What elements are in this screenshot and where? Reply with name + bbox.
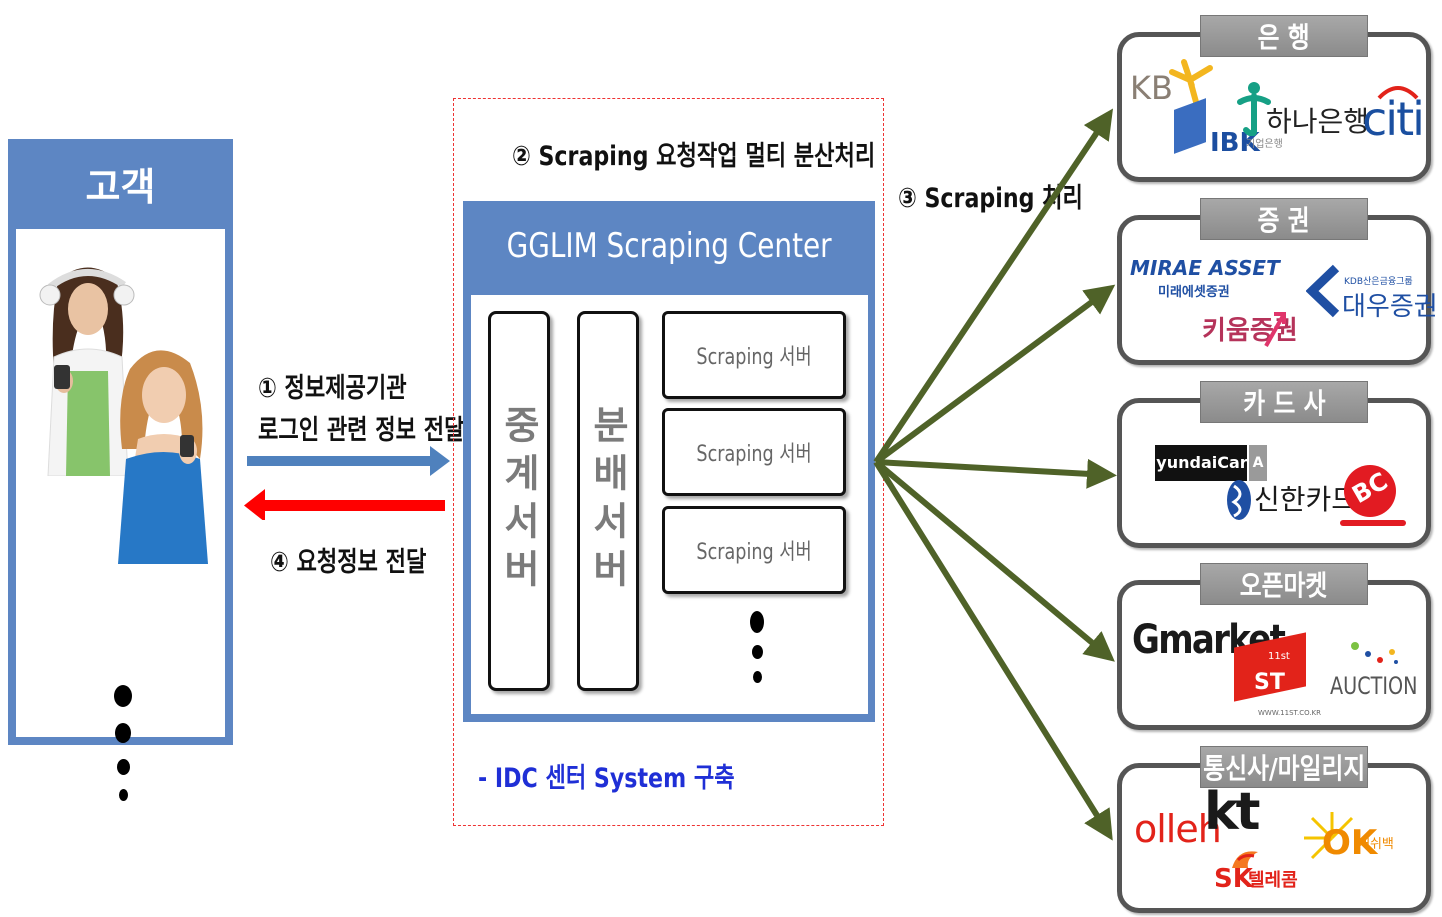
step1-label-line1: ① 정보제공기관 [258,373,407,404]
ellipsis-dot [119,789,128,801]
kb-logo: KB [1130,69,1173,107]
hyundaicard-a-logo: A [1249,445,1267,481]
hyundaicard-logo: HyundaiCard [1143,445,1259,481]
hana-logo: 하나은행 [1266,105,1370,138]
bank-label: 은 행 [1200,15,1368,57]
arrow-left-red [244,489,445,520]
step2-label: ② Scraping 요청작업 멀티 분산처리 [512,141,876,172]
scraping-center-content: 중계서버 분배서버 Scraping 서버 Scraping 서버 Scrapi… [471,295,868,714]
scraping-server-box-1: Scraping 서버 [662,311,846,399]
ellipsis-dot [750,611,764,633]
11st-text: 11st [1268,651,1290,662]
idc-note: - IDC 센터 System 구축 [478,763,735,794]
customer-content [16,229,225,801]
arrow-to-card [875,458,1117,489]
securities-label: 증 권 [1200,198,1368,240]
bc-underline [1340,520,1406,526]
ellipsis-dot [753,671,762,683]
telecom-group [1117,763,1431,913]
arrow-to-securities [874,284,1116,465]
telecom-label: 통신사/마일리지 [1200,746,1368,788]
arrows-customer-center [244,446,450,520]
dist-server-box: 분배서버 [577,311,639,691]
kiwoom-arrow-icon [1264,312,1286,347]
citi-arc-icon [1377,86,1419,100]
sk-telecom-logo: 텔레콤 [1248,870,1298,891]
kdb-sub: KDB산은금융그룹 [1344,277,1413,287]
step1-label-line2: 로그인 관련 정보 전달 [258,415,465,446]
scraping-center: GGLIM Scraping Center 중계서버 분배서버 Scraping… [463,201,875,722]
citi-logo: citi [1362,92,1425,146]
ok-rays-icon [1304,812,1354,860]
olleh-logo: olleh [1134,807,1222,851]
scraping-center-title: GGLIM Scraping Center [506,226,832,266]
auction-logo: AUCTION [1330,672,1418,700]
kiwoom-logo: 키움증권 [1202,316,1298,346]
scraping-server-box-2: Scraping 서버 [662,408,846,496]
kt-logo: kt [1204,782,1260,842]
relay-server-box: 중계서버 [488,311,550,691]
kb-star-icon [1169,59,1213,105]
mirae-logo: MIRAE ASSET [1130,256,1280,280]
ellipsis-dot [115,723,131,743]
ok-logo: OK [1322,823,1378,863]
card-label: 카 드 사 [1200,381,1368,423]
auction-dots-icon [1351,642,1398,664]
11st-url: WWW.11ST.CO.KR [1258,709,1321,717]
bc-circle-icon [1344,465,1396,517]
shinhan-logo: 신한카드 [1254,483,1358,516]
ok-cashbag-logo: 캐쉬백 [1358,837,1394,852]
scraping-arrows [873,108,1117,841]
kdb-mark-icon [1306,264,1340,318]
scraping-server-box-3: Scraping 서버 [662,506,846,594]
arrow-to-openmarket [874,459,1115,662]
ellipsis-dot [752,645,763,659]
shinhan-mark-icon [1227,480,1251,520]
customer-panel: 고객 [8,139,233,801]
ellipsis-dot [114,685,132,707]
arrow-right-blue [247,446,450,476]
ibk-sub: 기업은행 [1246,139,1283,150]
step4-label: ④ 요청정보 전달 [270,547,427,578]
openmarket-label: 오픈마켓 [1200,563,1368,605]
mirae-sub: 미래에셋증권 [1158,285,1230,300]
arrow-to-telecom [873,460,1113,841]
customer-title: 고객 [85,164,156,209]
customer-photo-1 [39,267,135,476]
hana-mark-icon [1237,82,1271,136]
sk-butterfly-icon [1232,851,1258,868]
ellipsis-dot [117,759,130,775]
sk-logo: SK [1214,864,1253,894]
customer-photo-2 [118,350,208,564]
arrow-to-bank [873,108,1114,464]
11st-st: ST [1254,670,1285,695]
daewoo-logo: 대우증권 [1342,292,1438,322]
